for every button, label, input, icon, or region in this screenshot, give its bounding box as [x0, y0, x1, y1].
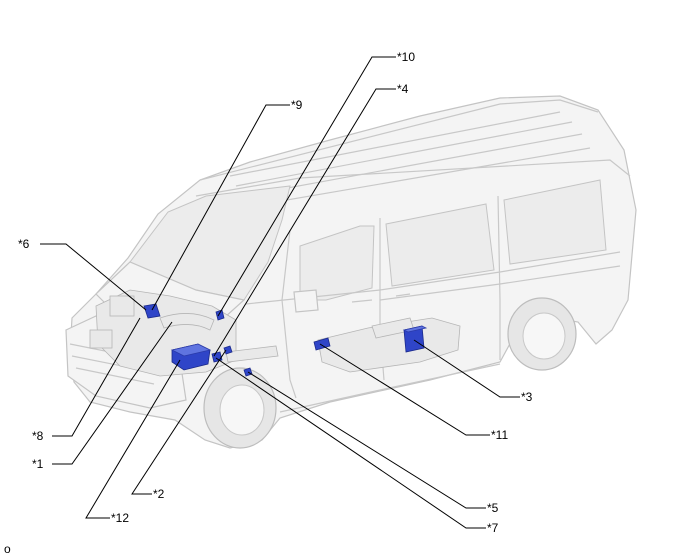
figure-code: o [4, 542, 11, 556]
callout-label-2: *2 [153, 487, 165, 501]
roof-edge [195, 159, 631, 197]
callout-label-3: *3 [521, 390, 533, 404]
leader-12 [85, 359, 181, 519]
front-door-handle [351, 299, 373, 303]
component-firewall [215, 309, 225, 321]
component-underbody [313, 337, 331, 351]
callout-label-4: *4 [397, 82, 409, 96]
leader-6 [40, 243, 147, 311]
rear-rim [522, 312, 566, 360]
callout-label-7: *7 [487, 521, 499, 535]
component-sensor-a [223, 345, 233, 355]
leader-4 [213, 88, 396, 357]
callout-label-5: *5 [487, 501, 499, 515]
highlighted-components [143, 303, 428, 377]
rocker-line [279, 363, 501, 413]
sliding-door-rear-line [497, 195, 501, 360]
front-door-line [281, 229, 297, 399]
callout-label-9: *9 [291, 98, 303, 112]
front-rim [219, 384, 265, 436]
callout-label-11: *11 [491, 428, 508, 442]
intake-box [89, 329, 113, 349]
leader-2 [131, 349, 227, 495]
roof-line [199, 99, 599, 181]
van-illustration [65, 95, 637, 449]
roof-rib-1 [229, 111, 561, 177]
leader-3 [413, 339, 520, 398]
leader-11 [319, 343, 490, 436]
leader-7 [215, 357, 486, 529]
roof-rib-2 [235, 121, 573, 187]
leader-8 [52, 317, 141, 437]
rear-side-window [503, 179, 607, 265]
leader-5 [247, 371, 486, 509]
callout-label-10: *10 [397, 50, 415, 64]
sliding-door-handle [395, 293, 411, 297]
callout-labels: *10 *4 *9 *6 *3 *11 *8 *1 *2 *5 *12 *7 [18, 50, 533, 535]
sliding-rail-line [379, 265, 621, 301]
callout-label-6: *6 [18, 237, 30, 251]
sliding-door-window [385, 203, 495, 287]
leader-10 [217, 56, 396, 317]
exhaust-pipe [225, 345, 279, 363]
component-upper-front [143, 303, 161, 319]
underbody [317, 317, 461, 373]
grille-line-3 [75, 367, 155, 385]
roof-rib-4 [251, 147, 591, 207]
roof-rib-3 [243, 133, 583, 197]
callout-label-8: *8 [32, 429, 44, 443]
battery [109, 295, 135, 317]
callout-label-1: *1 [32, 457, 44, 471]
callout-label-12: *12 [111, 511, 129, 525]
engine-hose [159, 313, 215, 331]
leader-1 [52, 321, 173, 465]
component-tank-module-top [402, 325, 428, 333]
side-mirror [293, 289, 319, 313]
leader-9 [151, 104, 290, 311]
leader-lines [40, 56, 520, 529]
component-large-box-face [170, 343, 212, 357]
